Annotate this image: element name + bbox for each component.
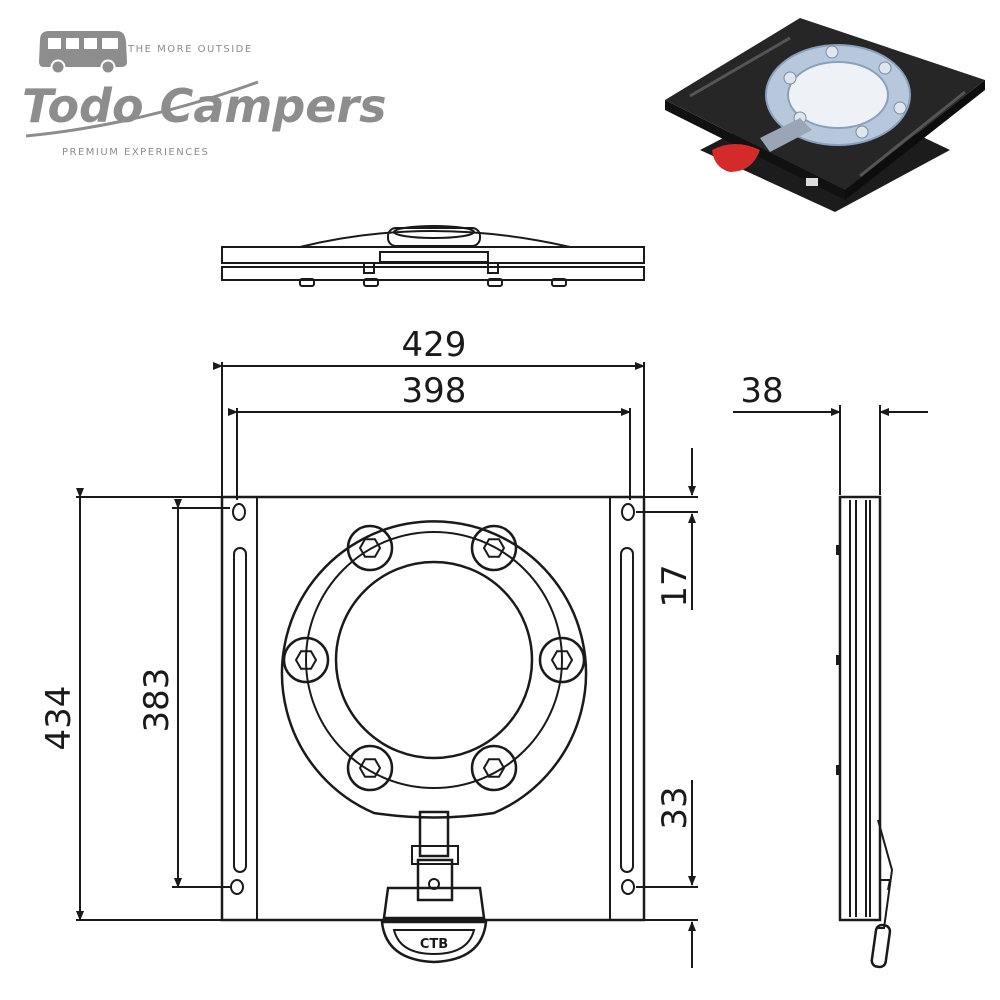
dim-hole-spacing-width: 398	[402, 371, 467, 411]
dim-thickness: 38	[740, 371, 783, 411]
turntable-body	[280, 520, 588, 819]
dim-hole-spacing-depth: 383	[137, 668, 177, 733]
side-profile-view	[836, 495, 894, 969]
left-slot	[233, 547, 247, 873]
swivel-plate-photo	[665, 18, 985, 212]
dim-overall-width: 429	[402, 325, 467, 365]
logo-name: Todo Campers	[22, 79, 387, 133]
right-slot	[620, 547, 634, 873]
front-elevation-view	[221, 225, 645, 287]
release-lever: CTB	[380, 810, 488, 964]
dim-top-offset: 17	[655, 564, 695, 607]
brand-logo: THE MORE OUTSIDE Todo Campers PREMIUM EX…	[22, 31, 387, 158]
logo-swoosh	[25, 80, 259, 138]
van-icon	[39, 31, 127, 75]
logo-tagline: THE MORE OUTSIDE	[127, 44, 253, 55]
turntable-bolts	[282, 524, 586, 792]
lever-handle	[380, 920, 488, 964]
turntable-center-hole	[334, 560, 534, 760]
handle-brand-label: CTB	[420, 937, 448, 952]
dim-bottom-offset: 33	[655, 786, 695, 829]
logo-subtitle: PREMIUM EXPERIENCES	[62, 147, 209, 158]
plan-view: CTB	[220, 495, 646, 964]
dim-overall-depth: 434	[39, 686, 79, 751]
dimension-lines	[76, 362, 928, 968]
